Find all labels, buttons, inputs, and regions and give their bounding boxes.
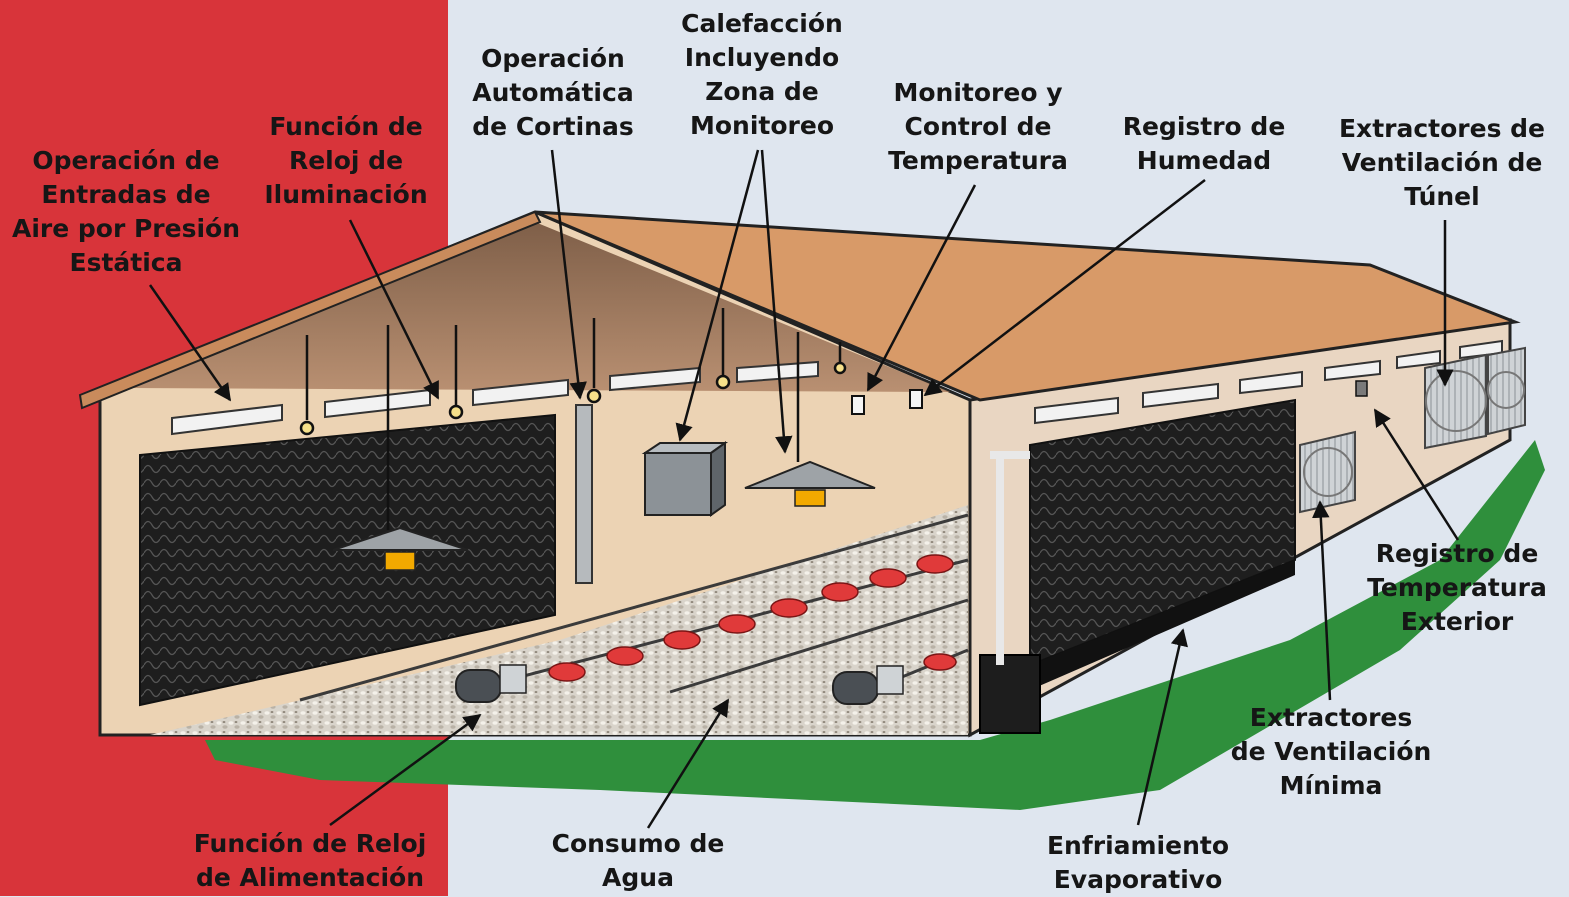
grass [205, 440, 1545, 810]
pad-gutter [1030, 560, 1295, 690]
light-bulbs [299, 308, 847, 436]
brooder-heater-right [744, 332, 876, 507]
inner-cooling-pad [139, 413, 556, 707]
tunnel-fan-2 [1487, 346, 1526, 436]
roof-eave-left [78, 210, 542, 410]
roof [534, 210, 1521, 402]
floor-litter [150, 505, 968, 735]
brooder-heater-left [332, 325, 469, 571]
water-tank [979, 654, 1041, 734]
label-arrows [148, 149, 1460, 829]
outside-sensor [1355, 380, 1368, 397]
furnace [641, 441, 729, 517]
curtain-tube [575, 404, 593, 584]
feeder-pans [548, 554, 957, 682]
humidity-sensor [909, 389, 923, 409]
gable-shadow [120, 222, 950, 392]
minimum-ventilation-fan [1299, 430, 1356, 514]
tunnel-fan-1 [1424, 353, 1487, 450]
side-inlets [1034, 339, 1503, 425]
feed-motor-right [832, 665, 904, 705]
feed-motor-left [455, 664, 527, 703]
temperature-sensor [851, 395, 865, 415]
